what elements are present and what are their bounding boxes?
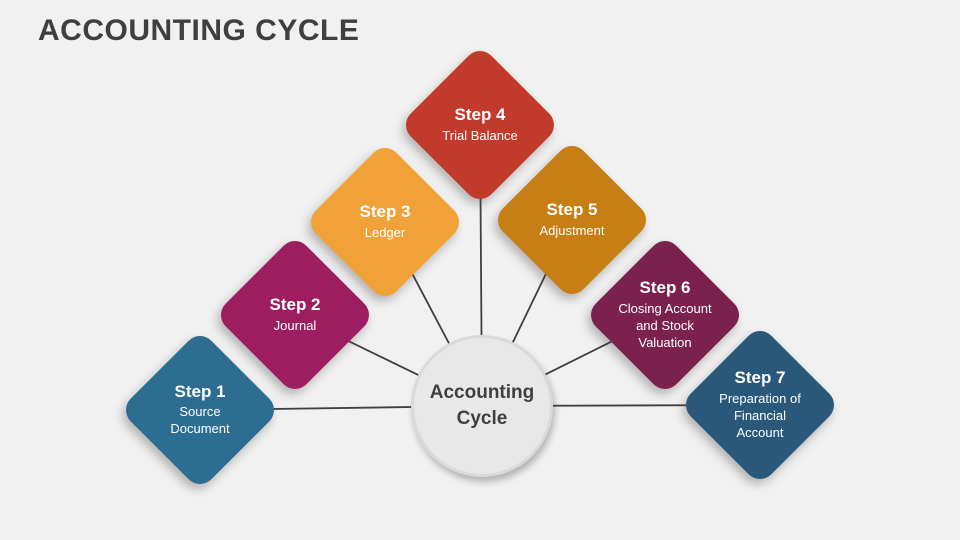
step-number: Step 3 xyxy=(359,202,411,222)
step-number: Step 2 xyxy=(269,295,321,315)
step-text: Step 1 Source Document xyxy=(118,328,282,492)
step-number: Step 1 xyxy=(174,381,226,401)
step-diamond: Step 4 Trial Balance xyxy=(398,43,562,207)
step-number: Step 7 xyxy=(734,368,786,388)
step-text: Step 5 Adjustment xyxy=(490,138,654,302)
step-diamond: Step 5 Adjustment xyxy=(490,138,654,302)
step-label: Adjustment xyxy=(539,222,605,238)
step-label: Closing Account and Stock Valuation xyxy=(618,300,712,350)
step-text: Step 2 Journal xyxy=(213,233,377,397)
step-number: Step 5 xyxy=(546,200,598,220)
step-label: Journal xyxy=(273,317,317,333)
step-diamond: Step 6 Closing Account and Stock Valuati… xyxy=(583,233,747,397)
step-text: Step 6 Closing Account and Stock Valuati… xyxy=(583,233,747,397)
step-label: Preparation of Financial Account xyxy=(719,390,801,440)
step-diamond: Step 2 Journal xyxy=(213,233,377,397)
center-circle: Accounting Cycle xyxy=(411,335,553,477)
center-circle-label: Accounting Cycle xyxy=(429,382,535,429)
step-label: Source Document xyxy=(170,404,230,437)
step-text: Step 7 Preparation of Financial Account xyxy=(678,323,842,487)
step-diamond: Step 3 Ledger xyxy=(303,140,467,304)
step-label: Ledger xyxy=(364,224,406,240)
step-number: Step 6 xyxy=(639,278,691,298)
step-diamond: Step 7 Preparation of Financial Account xyxy=(678,323,842,487)
step-number: Step 4 xyxy=(454,105,506,125)
step-text: Step 4 Trial Balance xyxy=(398,43,562,207)
step-diamond: Step 1 Source Document xyxy=(118,328,282,492)
step-label: Trial Balance xyxy=(442,127,518,143)
slide-title: ACCOUNTING CYCLE xyxy=(38,14,360,47)
step-text: Step 3 Ledger xyxy=(303,140,467,304)
